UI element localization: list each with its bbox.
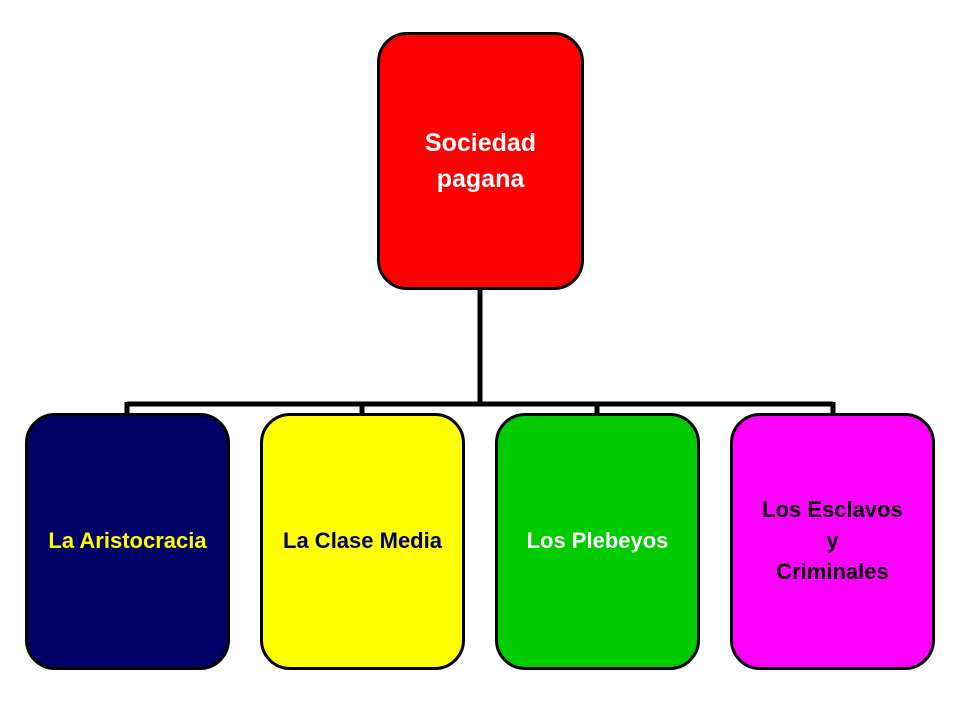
child-node-plebeyos: Los Plebeyos	[495, 413, 700, 670]
child-node-esclavos-criminales: Los Esclavos y Criminales	[730, 413, 935, 670]
child-node-label: La Aristocracia	[48, 528, 207, 554]
child-node-label: Los Esclavos y Criminales	[762, 497, 903, 584]
root-node-label: Sociedad pagana	[424, 128, 537, 193]
child-node-clase-media: La Clase Media	[260, 413, 465, 670]
root-node-sociedad-pagana: Sociedad pagana	[377, 32, 584, 290]
child-node-label: Los Plebeyos	[526, 528, 669, 554]
child-node-aristocracia: La Aristocracia	[25, 413, 230, 670]
child-node-label: La Clase Media	[283, 528, 442, 554]
